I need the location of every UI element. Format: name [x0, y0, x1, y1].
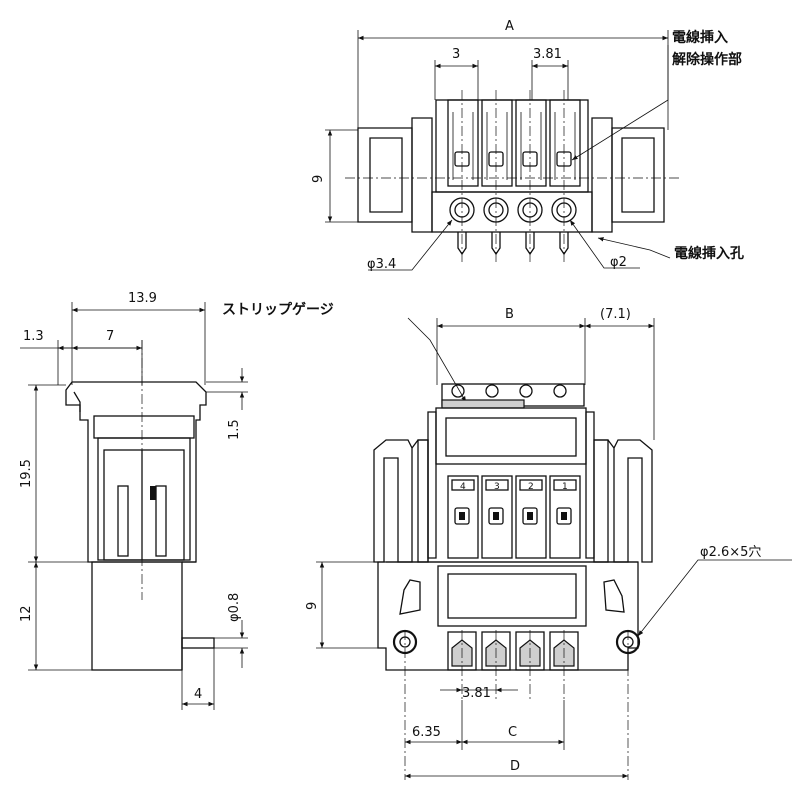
- dim-3-81-bottom-label: 3.81: [462, 686, 491, 701]
- terminals: [447, 631, 579, 671]
- dim-9-front-label: 9: [305, 602, 320, 610]
- front-release-buttons: 4 3 2 1: [447, 475, 581, 559]
- front-view: ストリップゲージ B (7.1): [222, 301, 792, 780]
- pole-label-4: 4: [460, 482, 466, 492]
- pole-label-3: 3: [494, 482, 500, 492]
- top-view: A 3 3.81: [311, 19, 744, 272]
- label-strip-gauge: ストリップゲージ: [222, 301, 334, 318]
- label-release-line1: 電線挿入: [672, 29, 728, 46]
- dim-7-1-label: (7.1): [600, 307, 631, 322]
- pole-label-2: 2: [528, 482, 534, 492]
- dim-phi-2-6-holes-label: φ2.6×5穴: [700, 545, 761, 560]
- label-release-line2: 解除操作部: [672, 51, 742, 68]
- release-buttons: [447, 99, 581, 187]
- dim-c-label: C: [508, 725, 517, 740]
- dim-13-9-label: 13.9: [128, 291, 157, 306]
- dim-3-81-top-label: 3.81: [533, 47, 562, 62]
- dim-phi-0-8-label: φ0.8: [227, 593, 242, 622]
- dim-1-5-label: 1.5: [227, 419, 242, 440]
- wire-holes: [449, 197, 577, 223]
- dim-b-label: B: [505, 307, 514, 322]
- dim-phi-2-label: φ2: [610, 255, 627, 270]
- strip-gauge: [441, 383, 585, 409]
- pole-label-1: 1: [562, 482, 568, 492]
- dim-phi-3-4-label: φ3.4: [367, 257, 396, 272]
- dim-12-label: 12: [19, 605, 34, 622]
- side-view: 13.9 1.3 7 19.5: [19, 291, 248, 710]
- dim-a-label: A: [505, 19, 514, 34]
- dim-3-label: 3: [452, 47, 460, 62]
- dim-7-label: 7: [106, 329, 114, 344]
- dim-1-3-label: 1.3: [23, 329, 44, 344]
- label-wire-hole: 電線挿入孔: [674, 245, 744, 262]
- dim-19-5-label: 19.5: [19, 459, 34, 488]
- dim-4-label: 4: [194, 687, 202, 702]
- dim-d-label: D: [510, 759, 520, 774]
- dim-9-top-label: 9: [311, 175, 326, 183]
- dim-6-35-label: 6.35: [412, 725, 441, 740]
